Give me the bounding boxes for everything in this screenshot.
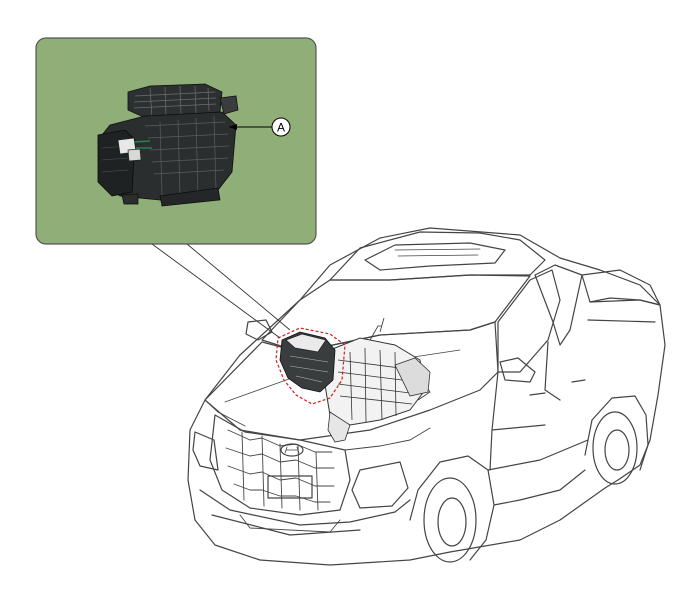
roof-rails <box>394 248 481 257</box>
hvac-heater-blower-unit-icon <box>97 83 239 207</box>
grille-outline <box>209 414 351 516</box>
license-plate <box>267 475 313 499</box>
door-line <box>489 341 561 471</box>
front-bumper <box>199 489 411 536</box>
bed-rail <box>587 299 661 323</box>
component-top-grille <box>133 85 217 119</box>
headlight-right <box>351 461 409 509</box>
side-sill <box>487 439 589 506</box>
component-actuator-2 <box>127 148 142 162</box>
component-pipes <box>133 140 152 149</box>
zoom-leader-lines <box>151 243 291 339</box>
engine-lower <box>327 411 351 443</box>
side-mirror <box>499 357 536 383</box>
component-mount-tab <box>121 193 139 205</box>
headlight-left <box>192 431 219 471</box>
front-wheel-hub <box>437 497 467 547</box>
front-wheel-arch <box>409 455 495 561</box>
rear-wheel-arch <box>584 395 649 471</box>
door-handle <box>529 379 586 396</box>
engine-intake <box>394 357 431 397</box>
left-mirror <box>245 319 273 341</box>
callout-a-circle <box>271 117 291 137</box>
side-window-rear <box>534 264 583 346</box>
drl-strip <box>204 399 431 451</box>
callout-a-arrowhead <box>229 124 237 130</box>
component-base <box>159 187 221 207</box>
highlight-outline <box>275 327 346 405</box>
detail-inset: A <box>35 37 317 245</box>
vehicle-body-outline <box>187 227 666 566</box>
leader-line-left <box>151 243 281 339</box>
heater-unit-detail <box>289 355 329 383</box>
roof-panel <box>364 242 506 271</box>
roof-outline <box>329 231 546 281</box>
component-bracket <box>219 95 239 115</box>
brand-emblem-icon <box>280 443 304 457</box>
component-ribs <box>144 115 230 197</box>
truck-bed <box>581 269 661 306</box>
brand-emblem-mark <box>284 446 300 454</box>
engine-bay-components <box>275 317 431 443</box>
lower-intake <box>239 514 341 533</box>
rear-wheel <box>592 411 638 485</box>
engine-pipe <box>369 317 385 341</box>
heater-unit-frame <box>285 333 327 353</box>
callout-a-label: A <box>277 121 285 135</box>
side-window-front <box>497 269 561 373</box>
front-wheel <box>423 477 477 563</box>
callout-a: A <box>229 117 291 137</box>
rear-wheel-hub <box>604 429 630 471</box>
leader-line-right <box>186 243 291 331</box>
vehicle-drawing <box>187 227 666 566</box>
